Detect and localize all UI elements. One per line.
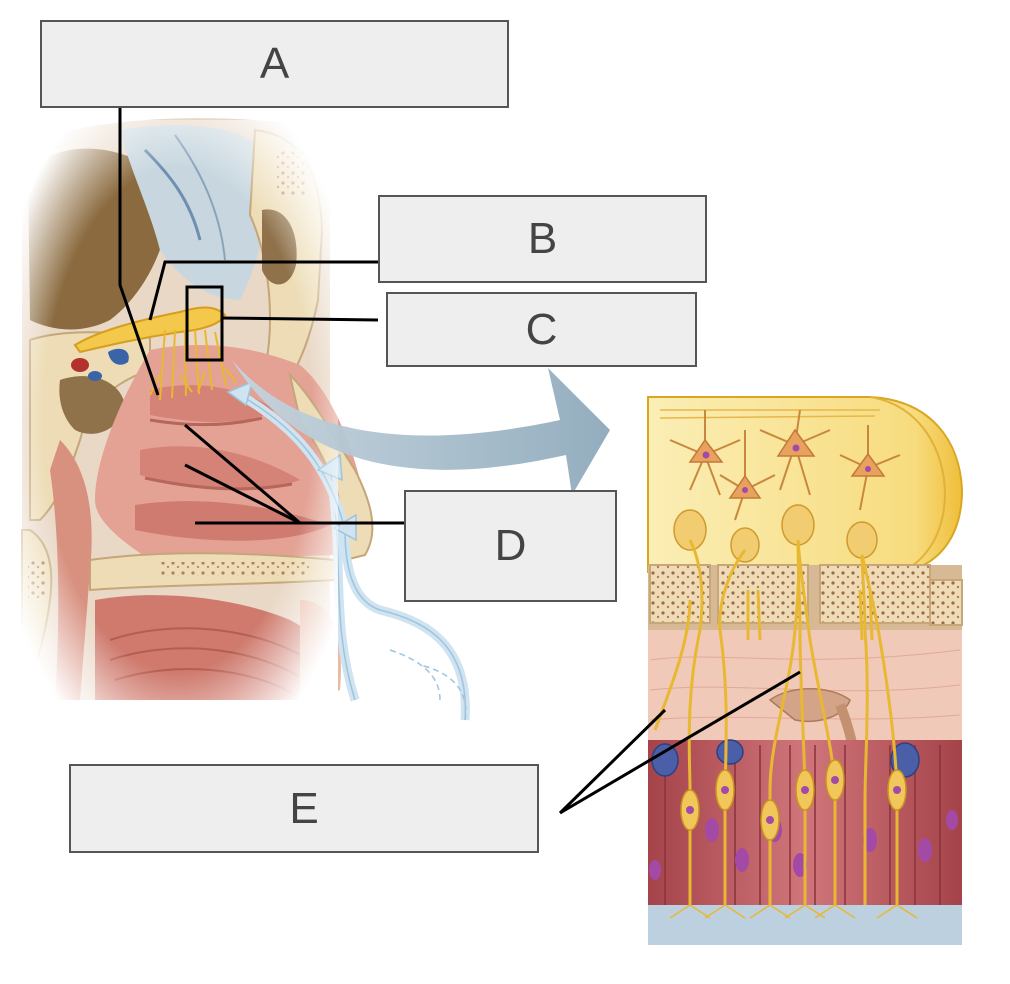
- label-e-text: E: [289, 783, 319, 833]
- leader-line-d2: [184, 423, 301, 525]
- label-a-text: A: [259, 39, 290, 88]
- leader-lines: [118, 107, 801, 815]
- olfactory-gland: [768, 688, 851, 722]
- label-box-c[interactable]: C: [386, 292, 697, 367]
- leader-line-b: [148, 260, 380, 321]
- glomeruli: [673, 504, 878, 563]
- label-box-b[interactable]: B: [378, 195, 707, 283]
- leader-line-d3: [184, 463, 301, 525]
- label-box-d[interactable]: D: [404, 490, 617, 602]
- olfactory-epithelium-illustration: [647, 396, 964, 945]
- label-d-text: D: [494, 521, 527, 570]
- leader-line-e2: [559, 670, 801, 815]
- mucus-layer: [648, 905, 962, 945]
- leader-line-e1: [558, 708, 667, 815]
- leader-line-a: [118, 107, 160, 396]
- label-box-e[interactable]: E: [69, 764, 539, 853]
- leader-line-c: [221, 316, 379, 322]
- label-box-a[interactable]: A: [40, 20, 509, 108]
- zoom-arrow-icon: [232, 360, 610, 495]
- lamina-propria: [648, 630, 962, 740]
- label-b-text: B: [527, 214, 558, 263]
- label-c-text: C: [525, 304, 558, 354]
